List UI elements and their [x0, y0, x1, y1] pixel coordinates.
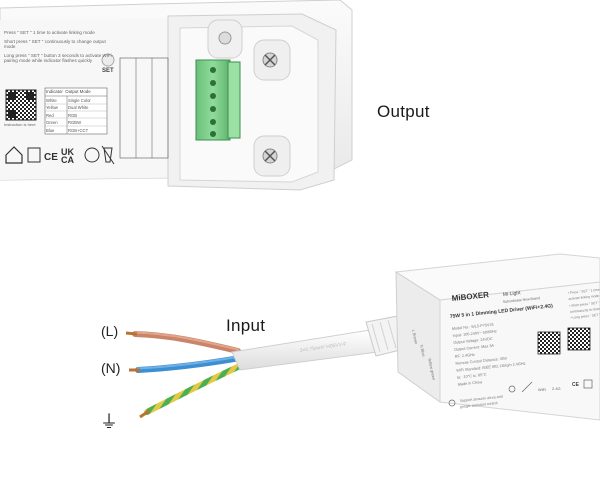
qr-caption: Instruction is here: [4, 122, 36, 127]
svg-text:N Blue: N Blue: [419, 344, 427, 358]
table-cell: Green: [46, 120, 58, 126]
svg-text:Support amazon alexa and: Support amazon alexa and: [460, 395, 503, 403]
svg-text:WiFi Standard: IEEE 802.11b/g/: WiFi Standard: IEEE 802.11b/g/n 2.4GHz: [456, 362, 526, 373]
svg-text:• Press " SET " 1 time to: • Press " SET " 1 time to: [568, 287, 600, 295]
ground-icon: ⏚: [100, 412, 118, 432]
svg-text:L Brown: L Brown: [411, 329, 419, 344]
svg-text:2.4G: 2.4G: [552, 386, 561, 391]
table-cell: White: [46, 98, 57, 103]
top-instructions: Press " SET " 1 time to activate linking…: [4, 30, 116, 64]
output-terminal-block: [195, 59, 241, 141]
set-label: SET: [102, 68, 114, 74]
instruction-line: Press " SET " 1 time to activate linking…: [4, 30, 95, 35]
svg-text:Made in China: Made in China: [458, 380, 484, 387]
table-cell: RGB+CCT: [68, 127, 89, 133]
neutral-wire-label: (N): [101, 360, 121, 376]
svg-text:• Long press " SET " button: • Long press " SET " button: [570, 312, 600, 320]
svg-text:CE: CE: [44, 152, 58, 163]
table-cell: Dual White: [68, 105, 89, 111]
svg-text:Model No.: WL5-P75V24: Model No.: WL5-P75V24: [452, 323, 494, 331]
ukca-mark: UK CA: [61, 147, 74, 165]
qr-code-left: [537, 331, 561, 355]
top-driver-unit: CE: [0, 0, 353, 191]
svg-text:continuously to change: continuously to change: [570, 306, 600, 314]
svg-text:Yellow green: Yellow green: [427, 357, 437, 380]
table-cell: RGBW: [68, 120, 82, 126]
svg-text:Output Current: Max 3A: Output Current: Max 3A: [454, 344, 495, 352]
indicator-table-header: Indicator Output Mode: [46, 89, 91, 94]
brand-logo: MiBOXER: [451, 290, 489, 303]
svg-text:Input: 100-240V~ 50/60Hz: Input: 100-240V~ 50/60Hz: [452, 329, 497, 338]
svg-text:Remote Control Distance: 30m: Remote Control Distance: 30m: [455, 356, 507, 365]
instruction-line: Short press " SET " continuously to chan…: [4, 38, 106, 50]
output-label: Output: [377, 102, 430, 121]
bottom-driver-unit: MiBOXER Mi·Light Subordinate New Brand 7…: [394, 253, 600, 421]
input-label: Input: [226, 316, 266, 335]
table-cell: Blue: [46, 127, 55, 133]
qr-code-right: [567, 327, 591, 351]
instruction-line: Long press " SET " button 3 seconds to a…: [4, 52, 114, 64]
svg-text:Output Voltage: 24VDC: Output Voltage: 24VDC: [453, 337, 493, 345]
table-cell: Single Color: [68, 98, 91, 103]
svg-text:• Short press " SET ": • Short press " SET ": [569, 301, 600, 308]
table-cell: RGB: [68, 112, 78, 118]
svg-text:WiFi: WiFi: [538, 387, 546, 392]
table-cell: Yellow: [46, 105, 58, 111]
svg-text:ta: -10°C tc: 85°C: ta: -10°C tc: 85°C: [457, 373, 487, 380]
svg-text:Subordinate New Brand: Subordinate New Brand: [503, 296, 540, 304]
svg-text:CE: CE: [572, 382, 580, 388]
svg-text:google assistant control: google assistant control: [460, 401, 498, 409]
input-wires: [125, 331, 245, 419]
svg-text:Mi·Light: Mi·Light: [503, 290, 522, 298]
live-wire-label: (L): [101, 323, 119, 339]
svg-text:activate linking mode: activate linking mode: [568, 294, 599, 301]
svg-text:RF: 2.4GHz: RF: 2.4GHz: [455, 353, 475, 359]
table-cell: Red: [46, 112, 54, 118]
